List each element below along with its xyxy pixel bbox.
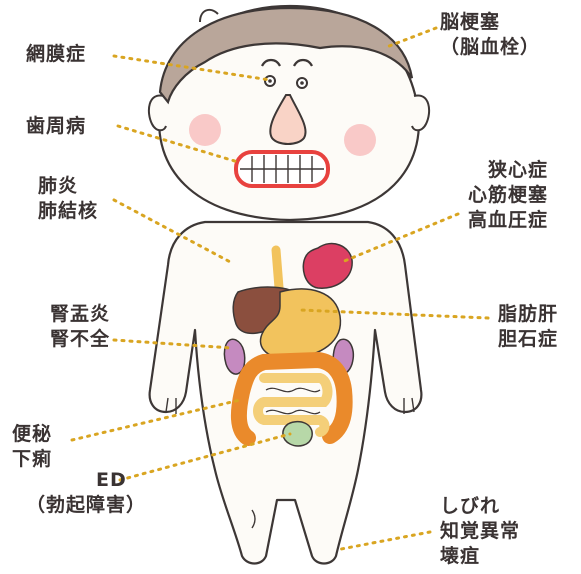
cerebral-thrombosis-text: （脳血栓） — [440, 35, 540, 60]
leader-foot — [336, 532, 430, 550]
label-ed: ED （勃起障害） — [26, 468, 146, 518]
gallstone-text: 胆石症 — [498, 327, 558, 352]
hypertension-text: 高血圧症 — [468, 208, 548, 233]
pyelonephritis-text: 腎盂炎 — [50, 302, 110, 327]
retinopathy-text: 網膜症 — [26, 42, 86, 67]
pneumonia-text: 肺炎 — [38, 174, 98, 199]
renal-failure-text: 腎不全 — [50, 327, 110, 352]
label-heart: 狭心症 心筋梗塞 高血圧症 — [468, 158, 548, 233]
label-foot: しびれ 知覚異常 壊疽 — [440, 494, 520, 569]
left-ear — [149, 95, 166, 130]
leader-brain — [384, 28, 436, 48]
label-liver: 脂肪肝 胆石症 — [498, 302, 558, 352]
erectile-dysfunction-text: （勃起障害） — [26, 493, 146, 518]
myocardial-infarction-text: 心筋梗塞 — [468, 183, 548, 208]
paresthesia-text: 知覚異常 — [440, 519, 520, 544]
left-pupil — [268, 79, 272, 83]
label-lung: 肺炎 肺結核 — [38, 174, 98, 224]
body-silhouette — [150, 222, 422, 564]
label-retinopathy: 網膜症 — [26, 42, 86, 67]
constipation-text: 便秘 — [12, 422, 52, 447]
left-cheek — [189, 114, 221, 146]
angina-text: 狭心症 — [468, 158, 548, 183]
cerebral-infarction-text: 脳梗塞 — [440, 10, 540, 35]
ed-text: ED — [26, 468, 146, 493]
gangrene-text: 壊疽 — [440, 544, 520, 569]
hair-tuft — [200, 10, 218, 22]
label-periodontal: 歯周病 — [26, 114, 86, 139]
bladder — [283, 422, 312, 446]
numbness-text: しびれ — [440, 494, 520, 519]
periodontal-text: 歯周病 — [26, 114, 86, 139]
right-ear — [412, 95, 429, 130]
tuberculosis-text: 肺結核 — [38, 199, 98, 224]
fatty-liver-text: 脂肪肝 — [498, 302, 558, 327]
right-pupil — [300, 81, 304, 85]
label-brain: 脳梗塞 （脳血栓） — [440, 10, 540, 60]
right-cheek — [344, 124, 376, 156]
label-kidney: 腎盂炎 腎不全 — [50, 302, 110, 352]
left-kidney — [224, 339, 244, 374]
label-bowel: 便秘 下痢 — [12, 422, 52, 472]
